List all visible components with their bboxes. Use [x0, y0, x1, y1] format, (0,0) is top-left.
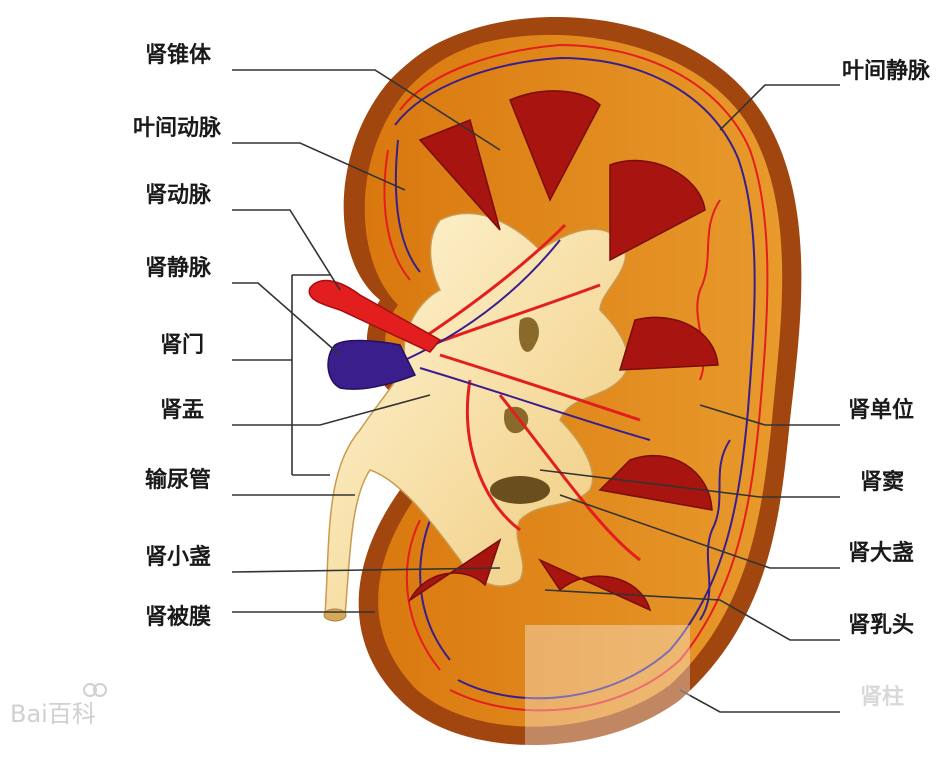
label-renal-capsule: 肾被膜: [145, 604, 211, 630]
label-renal-lobe: 肾单位: [848, 397, 914, 423]
label-renal-pelvis: 肾盂: [160, 397, 204, 423]
label-ureter: 输尿管: [145, 467, 211, 493]
glare-overlay: [525, 625, 690, 769]
label-interlobar-vein: 叶间静脉: [842, 58, 931, 84]
label-renal-pyramid: 肾锥体: [145, 42, 212, 68]
baidu-watermark: Bai百科: [10, 684, 106, 728]
label-renal-vein: 肾静脉: [145, 255, 212, 281]
label-renal-hilum: 肾门: [160, 332, 204, 358]
label-interlobar-artery: 叶间动脉: [133, 115, 222, 141]
label-renal-column: 肾柱: [860, 684, 904, 710]
label-major-calyx: 肾大盏: [848, 540, 914, 566]
label-renal-artery: 肾动脉: [145, 182, 212, 208]
label-minor-calyx: 肾小盏: [145, 544, 211, 570]
label-renal-sinus: 肾窦: [860, 469, 904, 495]
ureter-opening: [324, 609, 346, 621]
label-renal-papilla: 肾乳头: [848, 612, 914, 638]
watermark-text: Bai百科: [10, 700, 96, 728]
